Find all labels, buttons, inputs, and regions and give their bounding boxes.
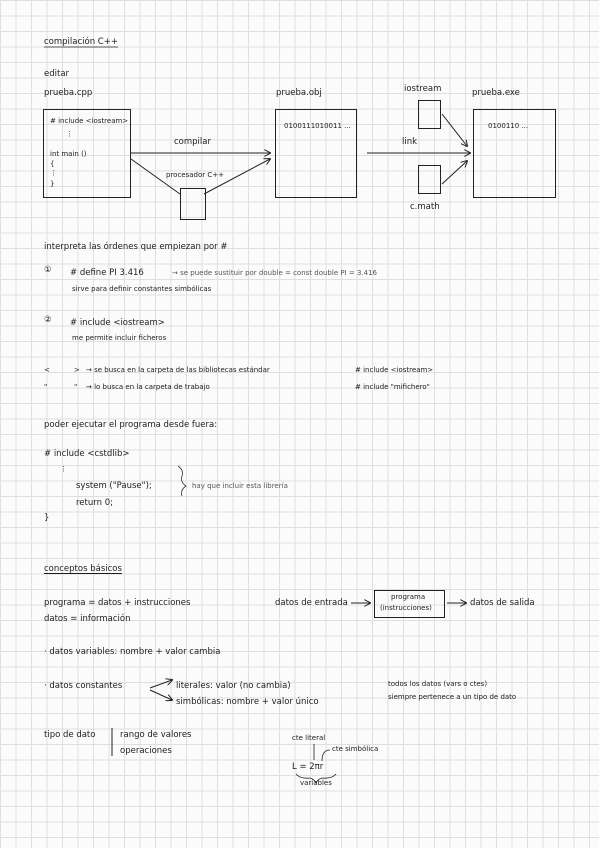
obj-file-box <box>275 109 357 198</box>
todos-datos-line1: todos los datos (vars o ctes) <box>388 680 488 688</box>
datos-constantes: · datos constantes <box>44 681 123 691</box>
ejecutar-note: hay que incluir esta librería <box>192 482 288 490</box>
code-dots: ⋮ <box>66 130 73 138</box>
label-prueba-exe: prueba.exe <box>472 88 520 98</box>
label-cmath: c.math <box>410 202 440 212</box>
quote-open: " <box>44 383 48 391</box>
label-variables: variables <box>300 779 332 787</box>
programa-definition: programa = datos + instrucciones <box>44 598 191 608</box>
source-file-box <box>43 109 131 198</box>
cmath-box <box>418 165 441 194</box>
datos-variables: · datos variables: nombre + valor cambia <box>44 647 221 657</box>
constantes-simbolicas: simbólicas: nombre + valor único <box>176 697 319 707</box>
pointer-cte-simbolica <box>321 749 331 762</box>
label-editar: editar <box>44 69 70 79</box>
arrow-from-procesador <box>203 159 270 195</box>
code-brace-open: { <box>50 160 55 168</box>
ejecutar-brace: } <box>44 513 50 523</box>
define-description: sirve para definir constantes simbólicas <box>72 285 212 293</box>
obj-content: 0100111010011 ... <box>284 122 351 130</box>
code-dots-2: ⋮ <box>50 169 57 177</box>
ejecutar-return: return 0; <box>76 498 113 508</box>
constantes-literales: literales: valor (no cambia) <box>176 681 291 691</box>
label-prueba-cpp: prueba.cpp <box>44 88 93 98</box>
directivas-intro: interpreta las órdenes que empiezan por … <box>44 242 228 252</box>
angle-description: → se busca en la carpeta de las bibliote… <box>86 366 270 374</box>
arrow-iostream <box>441 113 467 146</box>
exe-content: 0100110 ... <box>488 122 529 130</box>
label-compilar: compilar <box>174 137 211 147</box>
tipo-dato: tipo de dato <box>44 730 96 740</box>
label-link: link <box>402 137 418 147</box>
code-brace-close: } <box>50 180 55 188</box>
formula-longitud: L = 2πr <box>292 762 324 772</box>
code-line-main: int main () <box>50 150 87 158</box>
programa-box <box>374 590 445 618</box>
datos-entrada: datos de entrada <box>275 598 348 608</box>
label-iostream: iostream <box>404 84 442 94</box>
ejecutar-title: poder ejecutar el programa desde fuera: <box>44 420 218 430</box>
programa-box-title: programa <box>391 593 426 601</box>
code-define: # define PI 3.416 <box>70 268 144 278</box>
exe-file-box <box>473 109 556 198</box>
quote-description: → lo busca en la carpeta de trabajo <box>86 383 210 391</box>
label-cte-literal: cte literal <box>292 734 326 742</box>
datos-salida: datos de salida <box>470 598 535 608</box>
procesador-box <box>180 188 206 220</box>
label-cte-simbolica: cte simbólica <box>332 745 379 753</box>
brace-system <box>177 465 187 497</box>
iostream-box <box>418 100 441 129</box>
datos-definition: datos = información <box>44 614 131 624</box>
label-prueba-obj: prueba.obj <box>276 88 322 98</box>
code-line-include: # include <iostream> <box>50 117 129 125</box>
arrow-cmath <box>441 161 467 185</box>
todos-datos-line2: siempre pertenece a un tipo de dato <box>388 693 517 701</box>
angle-close: > <box>74 366 80 374</box>
tipo-rango: rango de valores <box>120 730 192 740</box>
quote-close: " <box>74 383 78 391</box>
branch-literales <box>149 680 172 689</box>
include-description: me permite incluir ficheros <box>72 334 167 342</box>
label-procesador: procesador C++ <box>166 171 224 179</box>
branch-simbolicas <box>149 689 172 700</box>
quote-example: # include "mifichero" <box>355 383 430 391</box>
define-note: → se puede sustituir por double = const … <box>172 269 377 277</box>
conceptos-title: conceptos básicos <box>44 564 122 574</box>
tipo-operaciones: operaciones <box>120 746 172 756</box>
arrow-to-procesador <box>130 158 181 195</box>
ejecutar-include: # include <cstdlib> <box>44 449 130 459</box>
section-title-compilacion: compilación C++ <box>44 37 118 47</box>
angle-open: < <box>44 366 50 374</box>
programa-box-subtitle: (instrucciones) <box>380 604 432 612</box>
number-2: ② <box>44 315 52 325</box>
ejecutar-system: system ("Pause"); <box>76 481 152 491</box>
ejecutar-dots: ⋮ <box>60 465 67 473</box>
number-1: ① <box>44 265 52 275</box>
brace-variables <box>295 773 337 784</box>
angle-example: # include <iostream> <box>355 366 434 374</box>
code-include: # include <iostream> <box>70 318 165 328</box>
